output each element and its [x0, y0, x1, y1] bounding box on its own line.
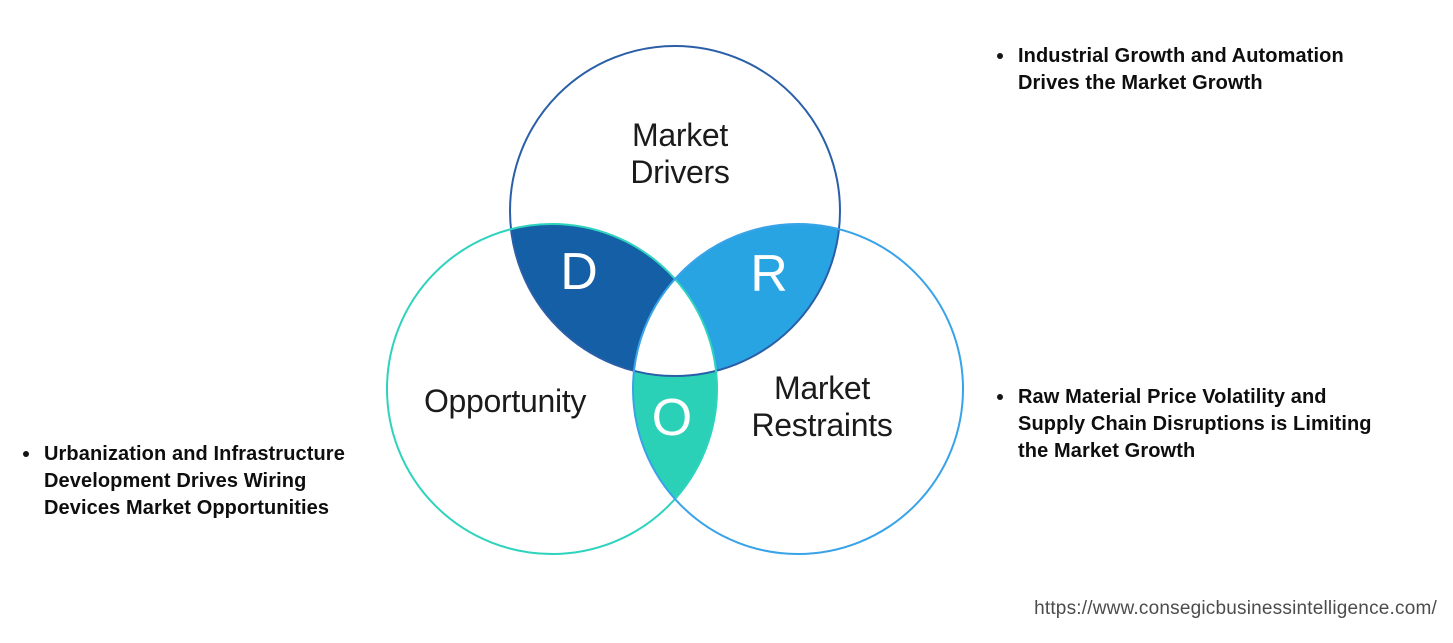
restraints-circle	[632, 223, 964, 555]
bullet-dot-icon	[997, 394, 1003, 400]
bullet-urbanization-text: Urbanization and Infrastructure Developm…	[44, 443, 345, 519]
opportunity-label: Opportunity	[423, 383, 587, 419]
opportunity-circle	[386, 223, 718, 555]
letter-d: D	[560, 243, 598, 301]
source-url: https://www.consegicbusinessintelligence…	[1034, 598, 1437, 619]
market-drivers-label: Market Drivers	[630, 117, 730, 190]
bullet-industrial-growth: Industrial Growth and Automation Drives …	[997, 43, 1417, 97]
bullet-raw-material-text: Raw Material Price Volatility and Supply…	[1018, 386, 1372, 462]
bullet-urbanization: Urbanization and Infrastructure Developm…	[23, 441, 423, 522]
bullet-raw-material: Raw Material Price Volatility and Supply…	[997, 384, 1437, 465]
bullet-industrial-growth-text: Industrial Growth and Automation Drives …	[1018, 45, 1344, 94]
center-region	[634, 279, 716, 376]
drivers-circle	[509, 45, 841, 377]
bullet-dot-icon	[23, 451, 29, 457]
letter-o: O	[651, 389, 693, 447]
letter-r: R	[750, 245, 788, 303]
bullet-dot-icon	[997, 53, 1003, 59]
market-restraints-label: Market Restraints	[751, 370, 893, 443]
